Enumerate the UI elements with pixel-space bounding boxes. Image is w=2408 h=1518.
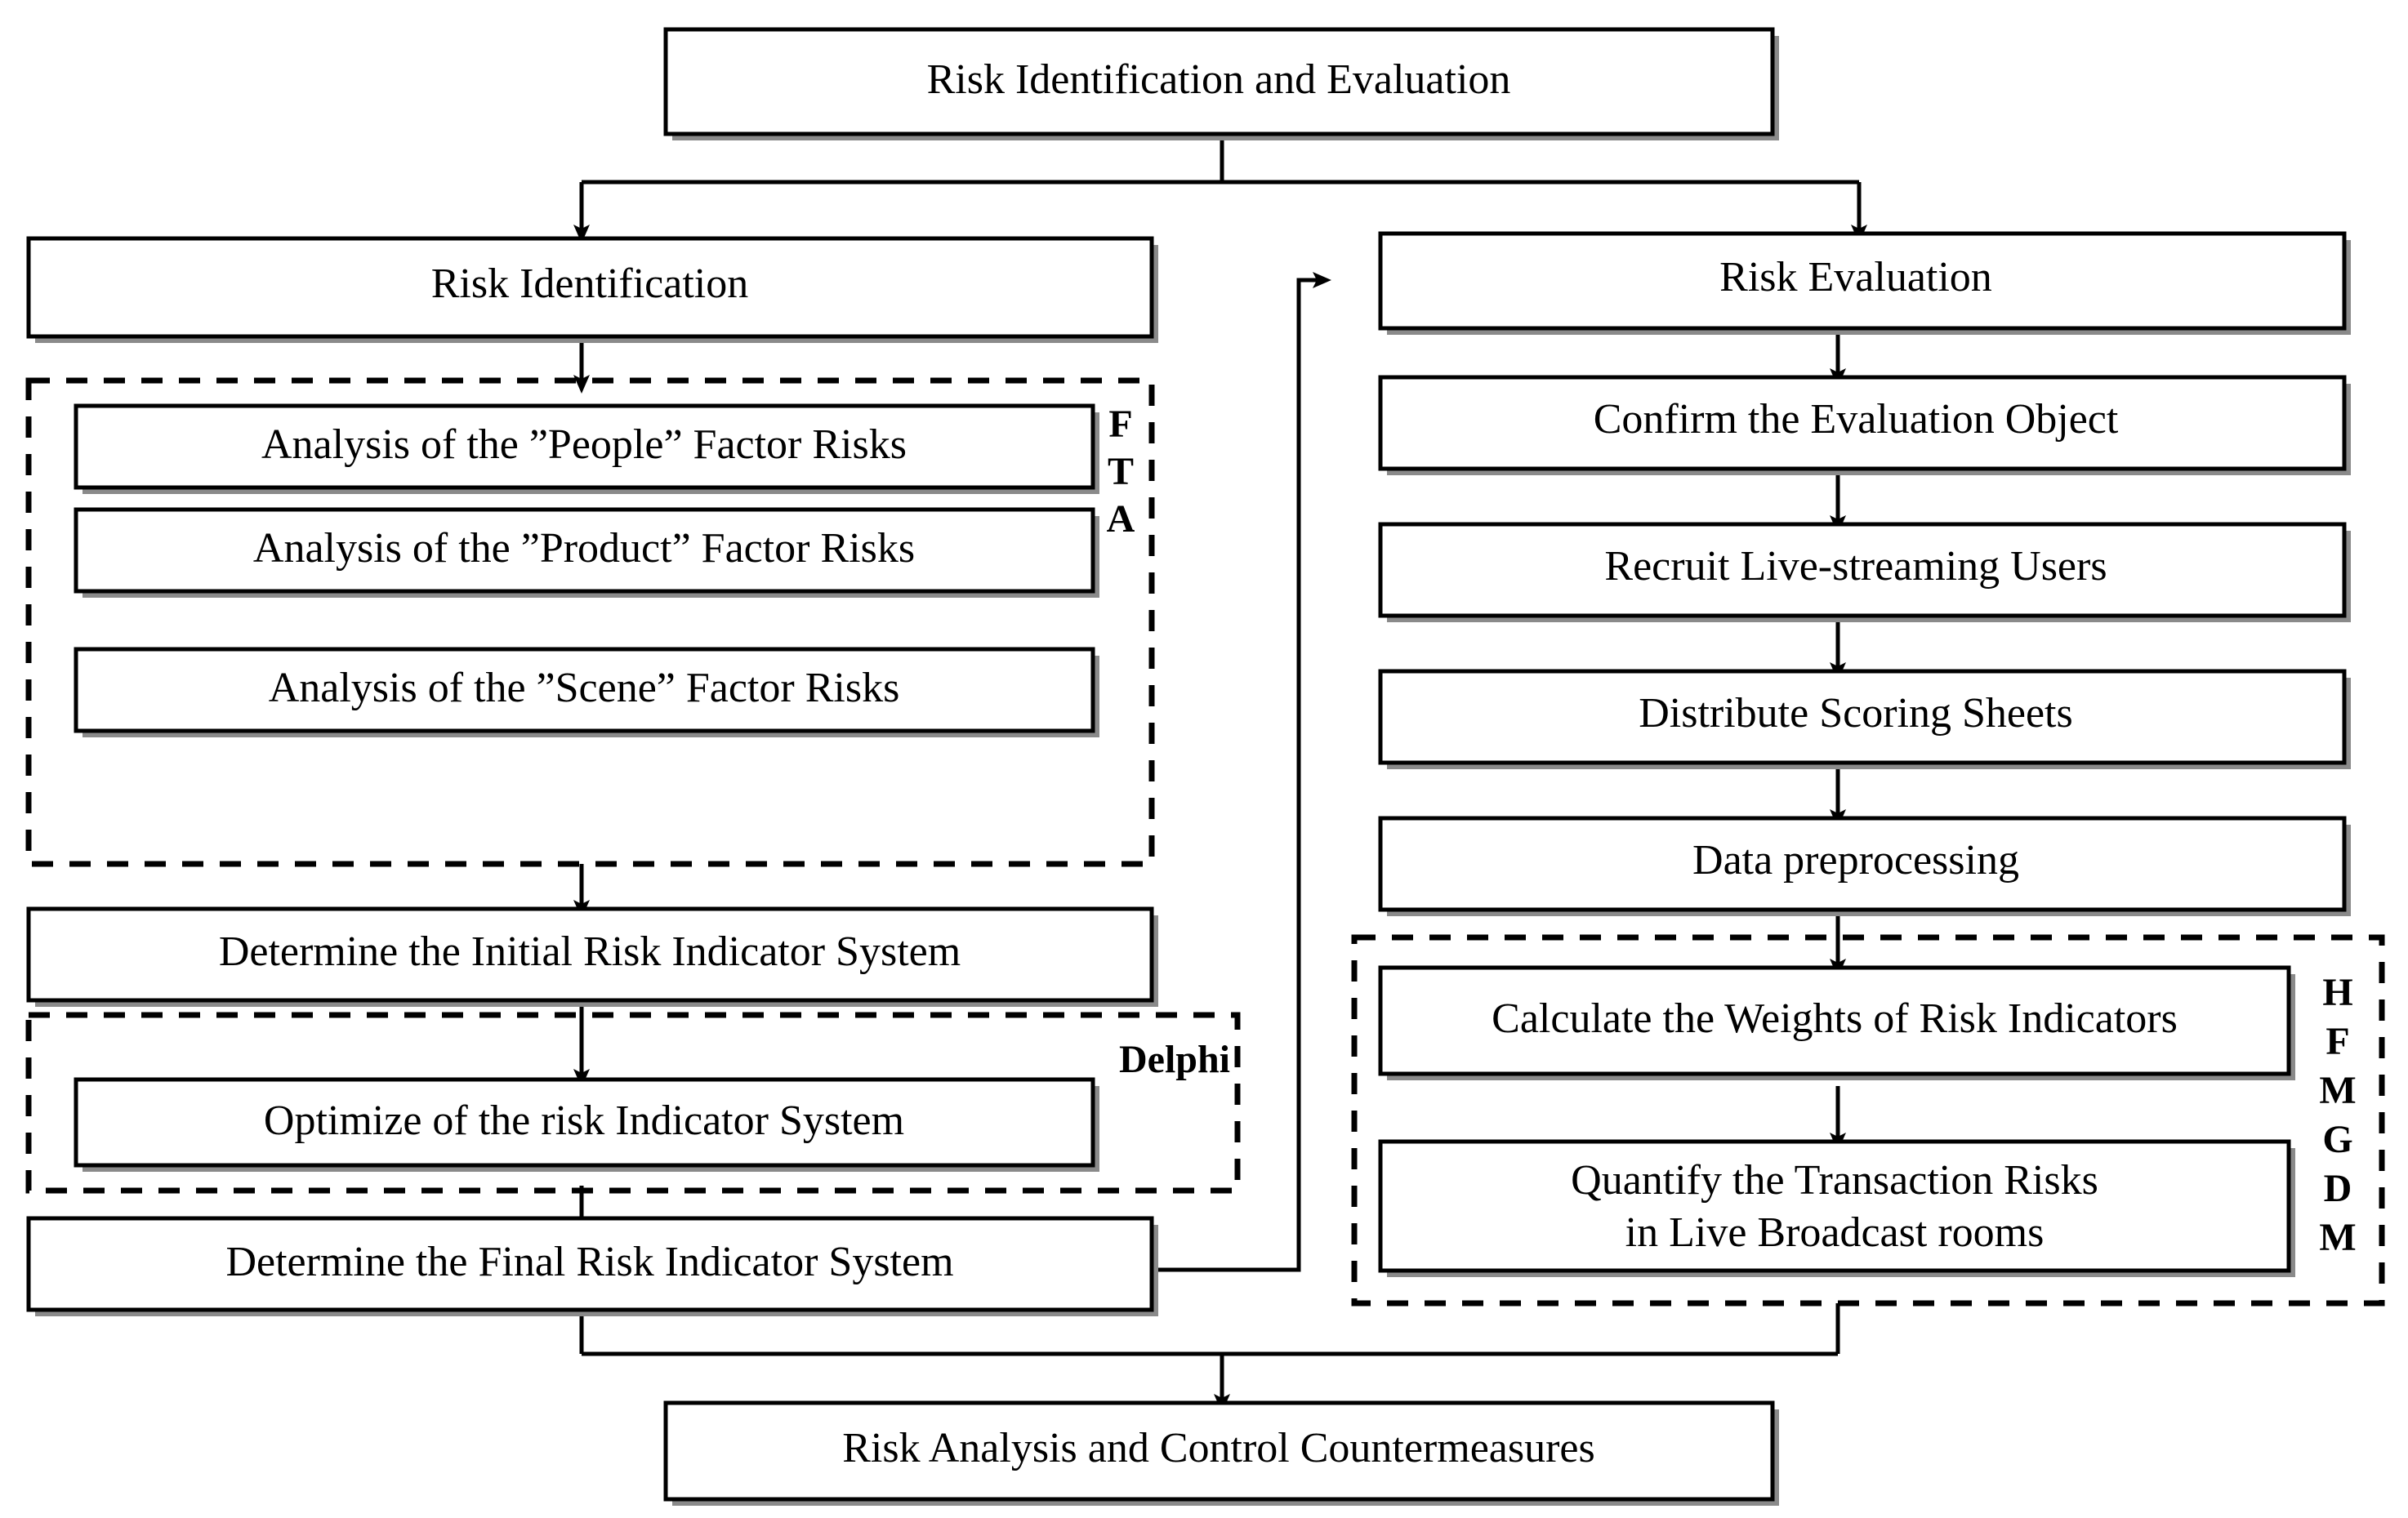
box-label: Data preprocessing [1692, 837, 2019, 884]
box-determine-initial-risk-indicator-system[interactable]: Determine the Initial Risk Indicator Sys… [26, 906, 1158, 1007]
box-outline [1378, 816, 2347, 912]
box-outline [1378, 522, 2347, 618]
connector-final-system-to-risk-evaluation [1152, 272, 1331, 1272]
box-product-factor-risks[interactable]: Analysis of the ”Product” Factor Risks [74, 507, 1099, 598]
group-outline [25, 377, 1155, 867]
box-risk-identification-and-evaluation[interactable]: Risk Identification and Evaluation [663, 27, 1779, 140]
box-outline [74, 1077, 1095, 1168]
box-label-line1: Quantify the Transaction Risks [1571, 1157, 2098, 1204]
box-label: Confirm the Evaluation Object [1594, 396, 2119, 443]
group-letter-g: G [2322, 1118, 2352, 1161]
box-label: Analysis of the ”Scene” Factor Risks [269, 665, 900, 711]
box-label: Analysis of the ”Product” Factor Risks [253, 525, 915, 572]
box-outline [26, 906, 1154, 1003]
box-outline [1378, 231, 2347, 331]
box-outline [26, 236, 1154, 339]
group-letter-h: H [2322, 971, 2352, 1014]
connector-layer [573, 135, 1867, 1413]
box-people-factor-risks[interactable]: Analysis of the ”People” Factor Risks [74, 403, 1099, 494]
box-label: Calculate the Weights of Risk Indicators [1492, 995, 2178, 1042]
box-outline [74, 647, 1095, 733]
group-delphi: Delphi [25, 1012, 1241, 1194]
box-label: Determine the Initial Risk Indicator Sys… [219, 928, 961, 975]
group-hfmgdm: H F M G D M [1351, 934, 2385, 1307]
box-label: Distribute Scoring Sheets [1639, 690, 2073, 737]
box-outline [1378, 965, 2291, 1076]
box-outline [26, 1216, 1154, 1312]
box-recruit-live-streaming-users[interactable]: Recruit Live-streaming Users [1378, 522, 2351, 622]
group-letter-d: D [2324, 1167, 2352, 1210]
box-outline [1378, 1139, 2291, 1273]
box-label: Recruit Live-streaming Users [1604, 543, 2107, 590]
box-outline [74, 507, 1095, 594]
box-outline [1378, 669, 2347, 765]
group-letter-f: F [1108, 403, 1132, 446]
group-letter-m2: M [2319, 1216, 2356, 1259]
group-outline [25, 1012, 1241, 1194]
box-label: Risk Identification [431, 260, 748, 307]
group-letter-a: A [1107, 497, 1135, 541]
box-calculate-weights-of-risk-indicators[interactable]: Calculate the Weights of Risk Indicators [1378, 965, 2295, 1080]
group-letter-f: F [2326, 1020, 2349, 1063]
box-scene-factor-risks[interactable]: Analysis of the ”Scene” Factor Risks [74, 647, 1099, 737]
box-outline [74, 403, 1095, 490]
box-data-preprocessing[interactable]: Data preprocessing [1378, 816, 2351, 916]
box-label: Analysis of the ”People” Factor Risks [261, 421, 907, 468]
box-quantify-transaction-risks[interactable]: Quantify the Transaction Risks in Live B… [1378, 1139, 2295, 1277]
box-outline [663, 1400, 1775, 1502]
box-label: Risk Evaluation [1719, 254, 1992, 300]
box-risk-identification[interactable]: Risk Identification [26, 236, 1158, 343]
box-label-line2: in Live Broadcast rooms [1625, 1209, 2045, 1256]
box-optimize-risk-indicator-system[interactable]: Optimize of the risk Indicator System [74, 1077, 1099, 1172]
box-label: Determine the Final Risk Indicator Syste… [225, 1239, 953, 1285]
box-risk-analysis-and-control-countermeasures[interactable]: Risk Analysis and Control Countermeasure… [663, 1400, 1779, 1506]
box-confirm-evaluation-object[interactable]: Confirm the Evaluation Object [1378, 375, 2351, 475]
group-letter-m1: M [2319, 1069, 2356, 1112]
box-label: Risk Analysis and Control Countermeasure… [842, 1425, 1594, 1471]
box-outline [663, 27, 1775, 136]
box-label: Risk Identification and Evaluation [927, 56, 1511, 103]
box-distribute-scoring-sheets[interactable]: Distribute Scoring Sheets [1378, 669, 2351, 769]
group-outline [1351, 934, 2385, 1307]
group-letter-t: T [1108, 450, 1134, 493]
group-fta: F T A [25, 377, 1155, 867]
box-determine-final-risk-indicator-system[interactable]: Determine the Final Risk Indicator Syste… [26, 1216, 1158, 1316]
box-risk-evaluation[interactable]: Risk Evaluation [1378, 231, 2351, 335]
box-outline [1378, 375, 2347, 471]
group-label-delphi: Delphi [1119, 1038, 1230, 1081]
box-label: Optimize of the risk Indicator System [264, 1097, 904, 1144]
